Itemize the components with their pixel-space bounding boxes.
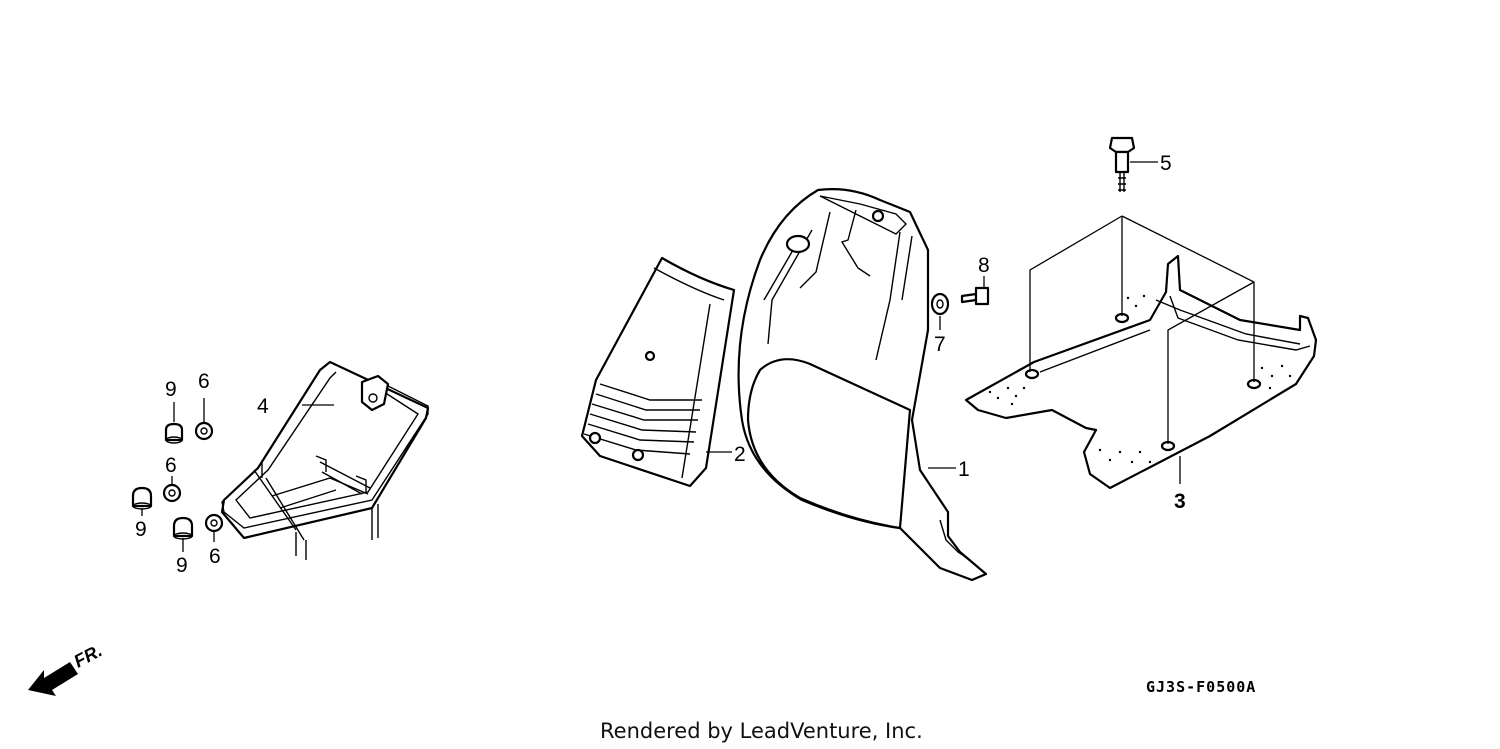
callout-8: 8 — [978, 254, 990, 277]
cap-nut-9-left[interactable] — [131, 486, 153, 510]
callout-5: 5 — [1160, 152, 1172, 175]
cap-nut-9-lower[interactable] — [172, 516, 194, 540]
floor-panel-part[interactable] — [964, 254, 1318, 490]
callout-7: 7 — [934, 333, 946, 356]
washer-6-middle[interactable] — [162, 483, 182, 503]
diagram-code: GJ3S-F0500A — [1146, 678, 1256, 696]
direction-label: FR. — [70, 640, 105, 671]
leg-shield-part[interactable] — [737, 188, 988, 582]
callout-2: 2 — [734, 443, 746, 466]
washer-6-lower[interactable] — [204, 513, 224, 533]
callout-6-lower: 6 — [209, 545, 221, 568]
callout-9-upper: 9 — [165, 378, 177, 401]
render-credit: Rendered by LeadVenture, Inc. — [600, 719, 923, 743]
callout-9-left: 9 — [135, 518, 147, 541]
washer-7-part[interactable] — [930, 292, 950, 316]
screw-8-part[interactable] — [960, 286, 990, 306]
bolt-attachment-lines — [1029, 215, 1255, 444]
front-direction-indicator: FR. — [28, 640, 105, 696]
washer-6-upper[interactable] — [194, 421, 214, 441]
callout-3: 3 — [1174, 490, 1186, 513]
callout-9-lower: 9 — [176, 554, 188, 577]
callout-6-upper: 6 — [198, 370, 210, 393]
arrow-left-down-icon — [28, 662, 78, 696]
cap-nut-9-upper[interactable] — [164, 422, 184, 444]
bolt-5-part[interactable] — [1108, 136, 1136, 192]
leader-lines — [141, 161, 1181, 552]
front-cover-part[interactable] — [580, 256, 736, 488]
callout-6-middle: 6 — [165, 454, 177, 477]
callout-4: 4 — [257, 395, 269, 418]
basket-hardware[interactable] — [131, 421, 224, 540]
front-basket-part[interactable] — [220, 360, 430, 560]
callout-1: 1 — [958, 458, 970, 481]
